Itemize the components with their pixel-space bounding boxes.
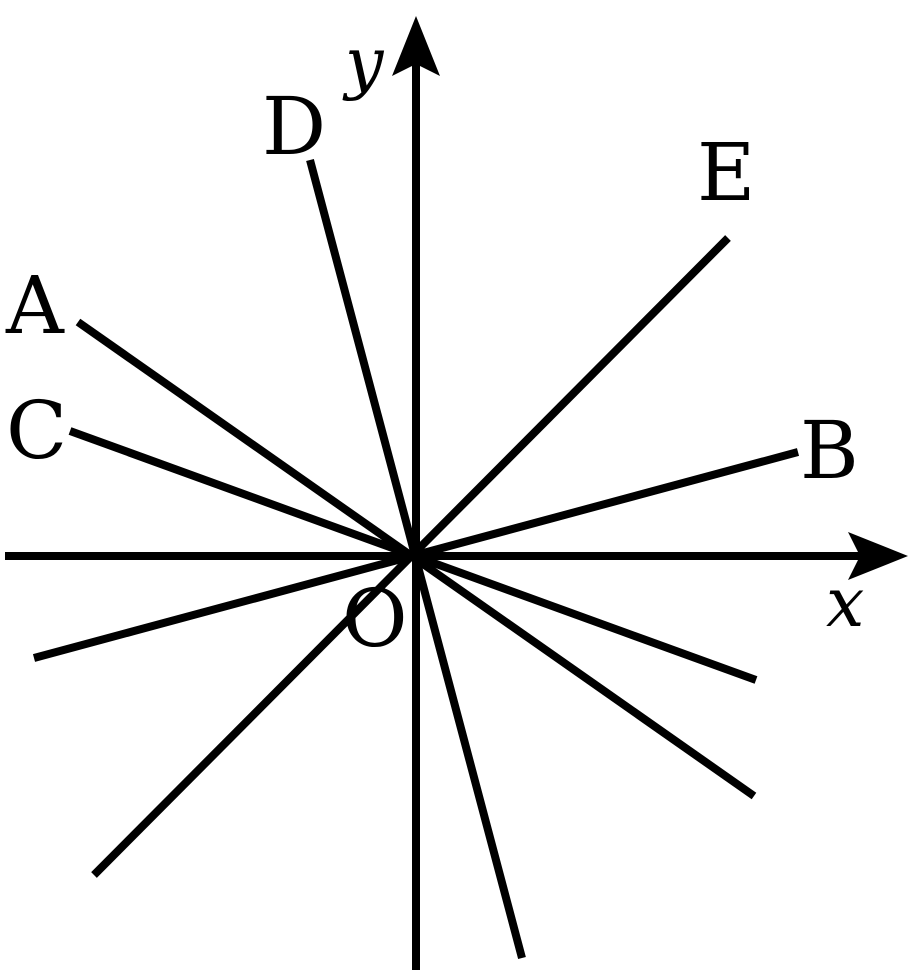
y-axis-label: y [342,24,385,103]
origin-label: O [342,572,408,665]
line-d-label: D [262,80,326,173]
line-e [91,235,731,878]
x-axis-label: x [826,564,864,643]
x-axis-arrowhead [848,532,908,580]
line-c-label: C [6,384,67,477]
y-axis-arrowhead [392,16,440,76]
line-d [306,158,526,960]
line-b-label: B [800,404,859,497]
line-e-label: E [697,126,755,219]
line-a-label: A [5,259,65,352]
